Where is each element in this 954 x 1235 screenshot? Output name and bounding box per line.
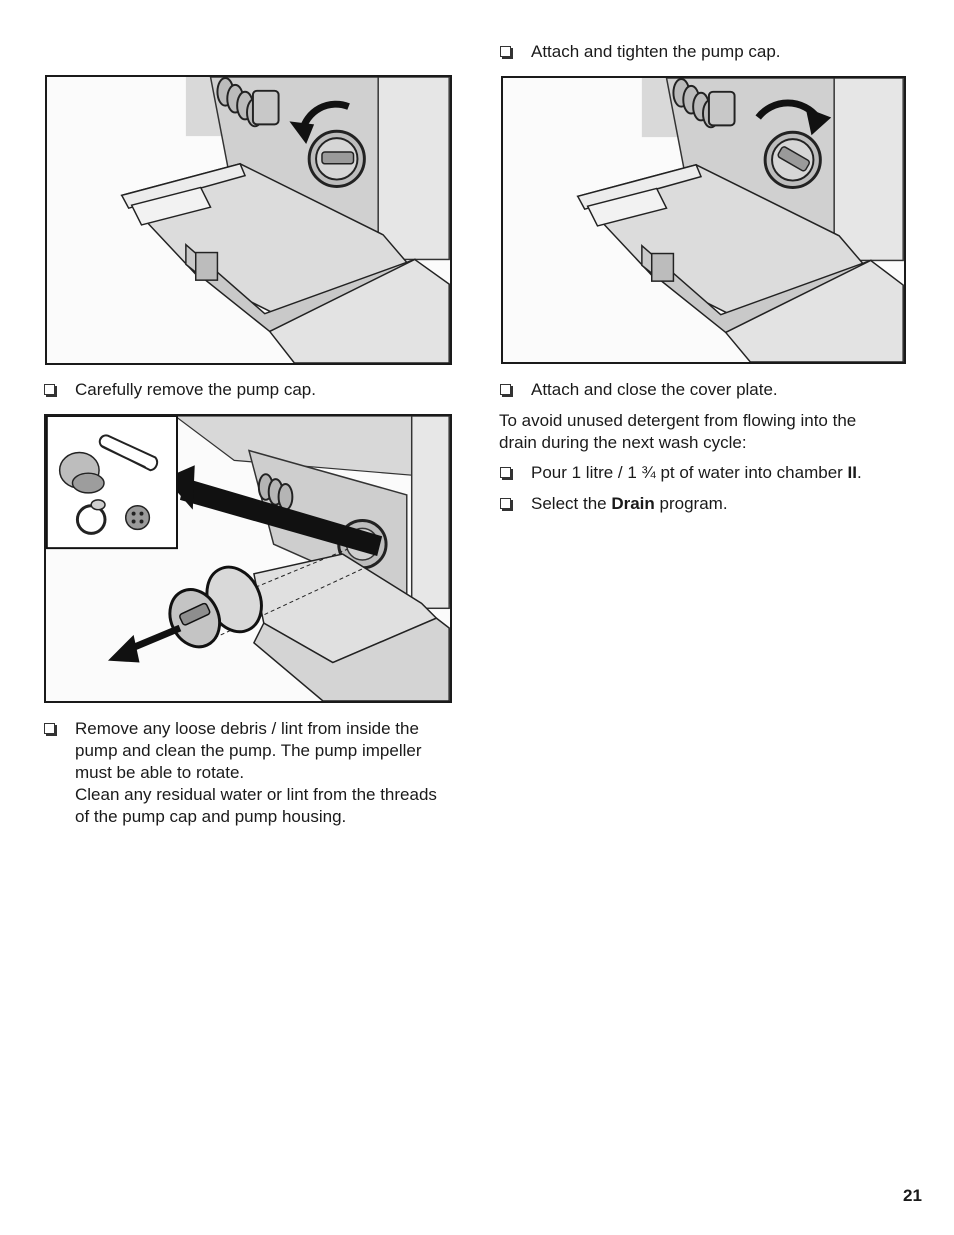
step-text-line: Remove any loose debris / lint from insi… <box>75 719 419 738</box>
step-text: Carefully remove the pump cap. <box>75 380 316 399</box>
select-suffix: program. <box>654 494 728 513</box>
step-remove-pump-cap: Carefully remove the pump cap. <box>44 379 464 401</box>
step-text: Attach and tighten the pump cap. <box>531 42 781 61</box>
checkbox-icon <box>44 723 55 734</box>
step-text-line: pump and clean the pump. The pump impell… <box>75 741 422 760</box>
chamber-label: II <box>847 463 857 482</box>
note-line: To avoid unused detergent from flowing i… <box>499 411 857 430</box>
checkbox-icon <box>500 384 511 395</box>
step-text: Remove any loose debris / lint from insi… <box>75 718 475 828</box>
debris-items <box>58 434 159 535</box>
step-remove-debris: Remove any loose debris / lint from insi… <box>44 718 474 830</box>
checkbox-icon <box>500 46 511 57</box>
step-attach-tighten: Attach and tighten the pump cap. <box>500 41 920 63</box>
step-text-line: Clean any residual water or lint from th… <box>75 785 437 804</box>
tighten-illustration <box>503 78 904 362</box>
pump-cap-part <box>168 565 263 649</box>
pour-prefix: Pour 1 litre / 1 ¾ pt of water into cham… <box>531 463 848 482</box>
figure-unscrew-pump-cap <box>45 75 452 365</box>
figure-tighten-pump-cap <box>501 76 906 364</box>
checkbox-icon <box>500 467 511 478</box>
step-pour-water: Pour 1 litre / 1 ¾ pt of water into cham… <box>500 462 930 484</box>
pour-suffix: . <box>857 463 862 482</box>
step-select-drain: Select the Drain program. <box>500 493 920 515</box>
checkbox-icon <box>500 498 511 509</box>
step-text: Select the Drain program. <box>531 493 728 515</box>
figure-remove-pump-cap <box>44 414 452 703</box>
program-name: Drain <box>611 494 655 513</box>
unscrew-illustration <box>47 77 450 363</box>
step-attach-close: Attach and close the cover plate. <box>500 379 920 401</box>
note-line: drain during the next wash cycle: <box>499 433 747 452</box>
note-paragraph: To avoid unused detergent from flowing i… <box>499 410 919 454</box>
select-prefix: Select the <box>531 494 612 513</box>
step-text-line: of the pump cap and pump housing. <box>75 807 347 826</box>
step-text: Attach and close the cover plate. <box>531 380 778 399</box>
page-number: 21 <box>903 1186 922 1205</box>
step-text-line: must be able to rotate. <box>75 763 245 782</box>
checkbox-icon <box>44 384 55 395</box>
remove-illustration <box>46 416 450 701</box>
step-text: Pour 1 litre / 1 ¾ pt of water into cham… <box>531 462 862 484</box>
